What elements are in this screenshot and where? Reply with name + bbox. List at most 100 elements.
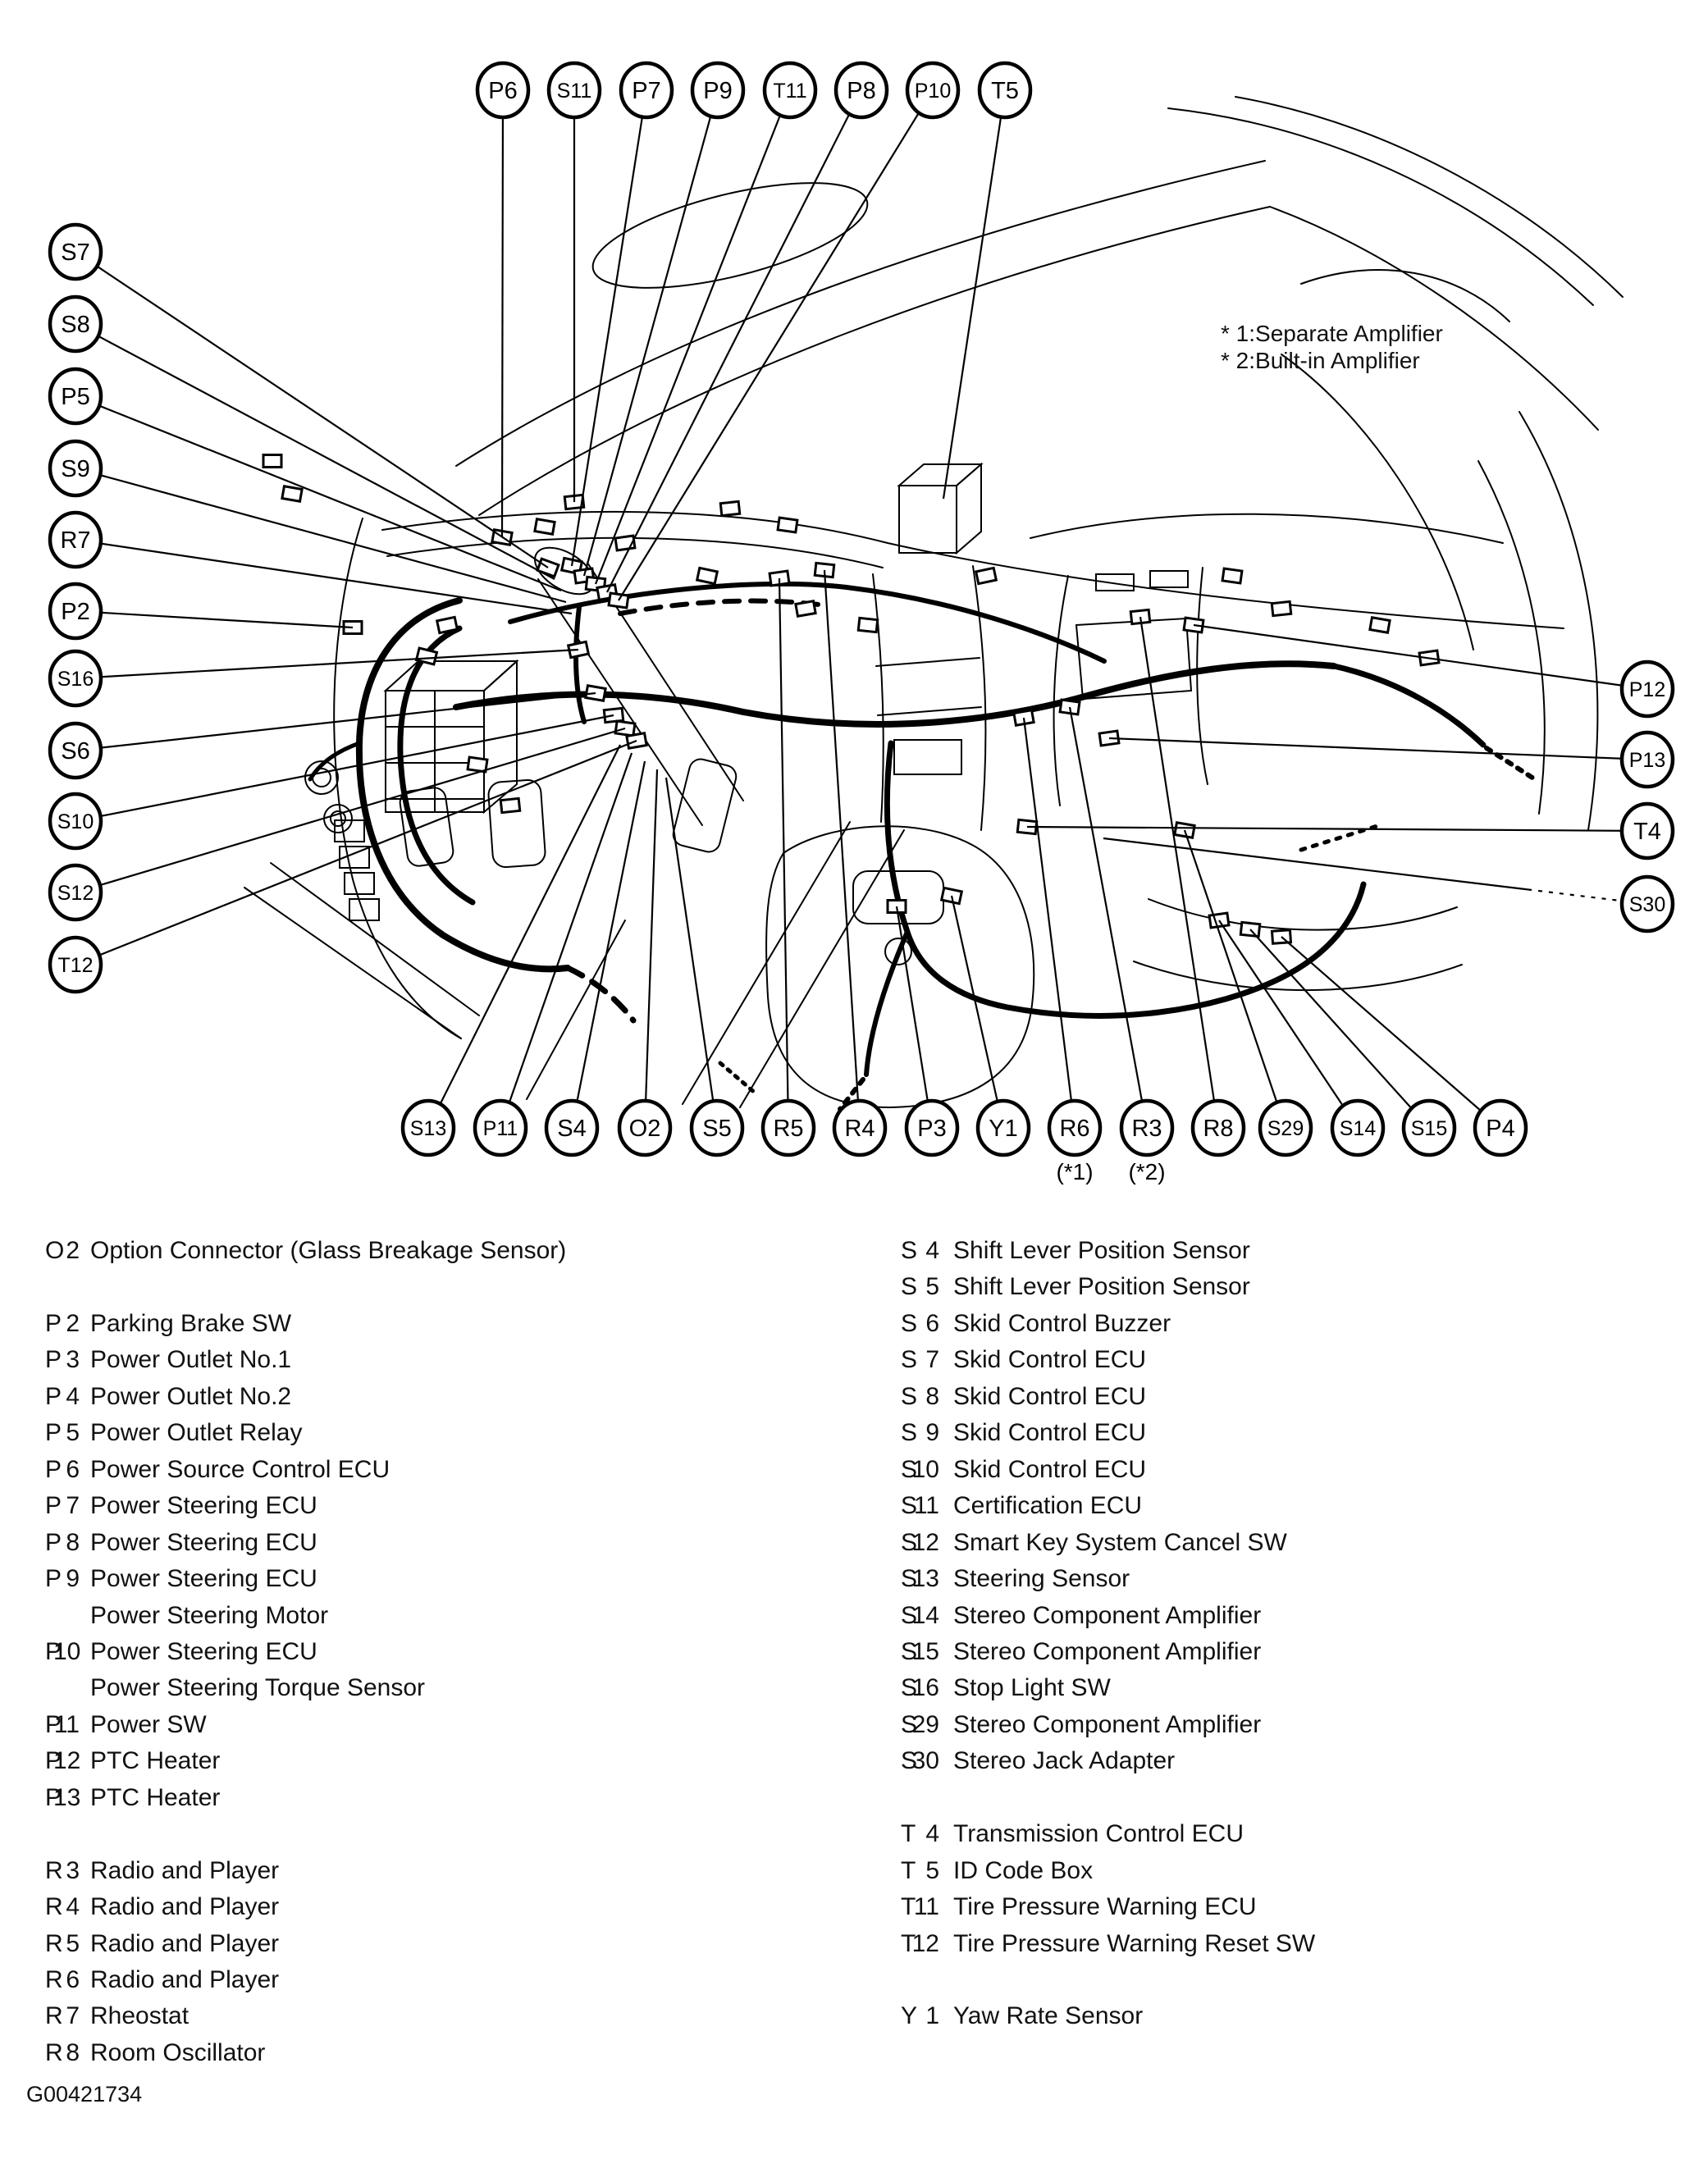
- legend-code-number: 30: [911, 1747, 939, 1775]
- legend-code-number: 12: [911, 1528, 939, 1556]
- legend-component-name: Power Outlet Relay: [90, 1419, 303, 1447]
- legend-code-letter: P: [45, 1492, 62, 1520]
- callout-circle-S12: [48, 863, 103, 922]
- legend-component-name: Skid Control ECU: [953, 1382, 1147, 1410]
- callout-circle-P8: [833, 61, 889, 120]
- legend-code-number: 4: [66, 1893, 80, 1921]
- callout-label-R6: R6: [1059, 1116, 1089, 1142]
- legend-code-letter: T: [901, 1820, 916, 1848]
- legend-code-number: 10: [911, 1455, 939, 1483]
- callout-label-Y1: Y1: [989, 1116, 1017, 1142]
- callout-label-O2: O2: [629, 1116, 661, 1142]
- legend-code-letter: P: [45, 1382, 62, 1410]
- callout-label-S4: S4: [557, 1116, 586, 1142]
- legend-code-letter: S: [901, 1747, 918, 1775]
- legend-code-number: 4: [925, 1820, 939, 1848]
- legend-code-number: 5: [66, 1929, 80, 1957]
- callout-circle-R7: [48, 510, 103, 569]
- legend-component-name: PTC Heater: [90, 1783, 221, 1811]
- legend-code-number: 9: [66, 1565, 80, 1593]
- leader-line: [1193, 623, 1648, 691]
- footnote-R6: (*1): [1056, 1159, 1093, 1184]
- leader-line: [75, 714, 614, 823]
- callout-label-S30: S30: [1629, 893, 1665, 916]
- legend-code-number: 5: [925, 1273, 939, 1301]
- callout-circle-P2: [48, 582, 103, 641]
- legend-code-number: 14: [911, 1601, 939, 1629]
- legend-component-name: Yaw Rate Sensor: [953, 2002, 1144, 2030]
- legend-code-letter: R: [45, 2002, 63, 2030]
- callout-footnotes: (*1)(*2): [1056, 1159, 1165, 1184]
- connector: [776, 516, 799, 534]
- grommets: [304, 760, 353, 833]
- legend-code-letter: P: [45, 1710, 62, 1738]
- callout-circle-P5: [48, 367, 103, 426]
- leader-line: [606, 89, 862, 593]
- legend-code-letter: P: [45, 1637, 62, 1665]
- legend-code-letter: P: [45, 1783, 62, 1811]
- legend-code-letter: S: [901, 1309, 918, 1337]
- leader-line: [823, 569, 861, 1129]
- legend-code-number: 4: [925, 1237, 939, 1264]
- legend-code-letter: P: [45, 1565, 62, 1593]
- callout-label-P13: P13: [1629, 749, 1665, 772]
- callout-circle-P13: [1619, 730, 1675, 789]
- callout-label-S14: S14: [1340, 1117, 1377, 1140]
- leader-line: [75, 467, 567, 604]
- callout-circle-S8: [48, 294, 103, 354]
- callout-label-S29: S29: [1267, 1117, 1304, 1140]
- leader-line: [643, 769, 659, 1129]
- callout-circle-S5: [689, 1098, 745, 1157]
- callout-label-P2: P2: [61, 599, 89, 625]
- legend-code-letter: S: [901, 1419, 918, 1447]
- legend-component-name: Power Steering ECU: [90, 1492, 317, 1520]
- callout-circle-S16: [48, 649, 103, 708]
- legend-code-number: 11: [913, 1492, 939, 1520]
- callout-label-S16: S16: [57, 668, 94, 691]
- callout-label-S7: S7: [61, 240, 89, 266]
- connector: [856, 616, 879, 634]
- leader-line: [1281, 936, 1501, 1129]
- callout-circle-S30: [1619, 874, 1675, 933]
- legend-code-number: 2: [66, 1309, 80, 1337]
- connector: [1221, 567, 1244, 585]
- connector: [719, 500, 742, 518]
- callout-label-P3: P3: [917, 1116, 946, 1142]
- legend-code-number: 4: [66, 1382, 80, 1410]
- callout-label-R5: R5: [773, 1116, 803, 1142]
- leader-line: [75, 251, 549, 568]
- legend-component-name: Power Steering ECU: [90, 1528, 317, 1556]
- legend-component-name: Parking Brake SW: [90, 1309, 292, 1337]
- connector: [695, 566, 719, 586]
- legend-code-number: 1: [925, 2002, 939, 2030]
- legend-code-letter: P: [45, 1747, 62, 1775]
- leader-line: [75, 648, 579, 680]
- legend-code-letter: T: [901, 1929, 916, 1957]
- legend-code-number: 29: [911, 1710, 939, 1738]
- callout-label-R7: R7: [60, 527, 90, 554]
- legend-code-letter: S: [901, 1565, 918, 1593]
- callout-circle-S7: [48, 222, 103, 281]
- leader-line: [75, 609, 354, 629]
- leader-line: [499, 752, 633, 1129]
- callout-circle-P12: [1619, 660, 1675, 719]
- legend-code-letter: S: [901, 1382, 918, 1410]
- legend-code-number: 11: [913, 1893, 939, 1921]
- legend-component-name: Stereo Component Amplifier: [953, 1637, 1262, 1665]
- legend-code-number: 13: [53, 1783, 81, 1811]
- leader-line: [500, 89, 505, 538]
- callout-circle-P11: [473, 1098, 528, 1157]
- legend-component-name: Power Steering ECU: [90, 1637, 317, 1665]
- legend-code-number: 6: [66, 1455, 80, 1483]
- legend-code-number: 6: [925, 1309, 939, 1337]
- legend-code-number: 8: [66, 1528, 80, 1556]
- connector: [1368, 615, 1391, 635]
- legend-code-number: 9: [925, 1419, 939, 1447]
- callout-label-S10: S10: [57, 810, 94, 833]
- legend-code-letter: S: [901, 1674, 918, 1702]
- leader-line: [75, 395, 562, 592]
- callout-label-T11: T11: [773, 80, 806, 103]
- connector: [794, 599, 817, 618]
- connector: [974, 566, 998, 586]
